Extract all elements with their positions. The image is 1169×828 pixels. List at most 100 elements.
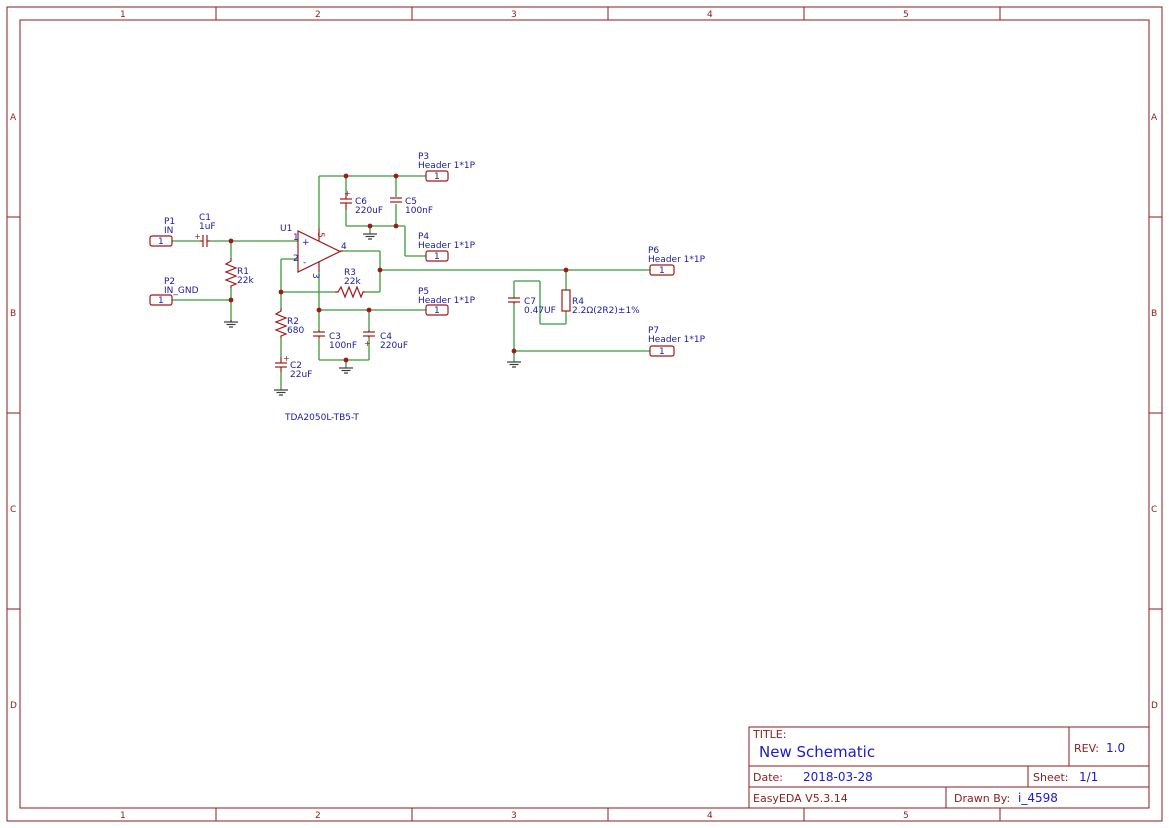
- c1-polarity-icon: +: [194, 232, 201, 241]
- row-label-a-right: A: [1151, 113, 1158, 123]
- c6-polarity-icon: +: [344, 189, 351, 198]
- ground-icon: [274, 389, 288, 396]
- r2-ref: R2: [287, 317, 299, 327]
- date-value[interactable]: 2018-03-28: [803, 770, 873, 784]
- u1-ref: U1: [280, 224, 292, 234]
- row-label-c: C: [10, 505, 16, 515]
- ground-icon: [224, 320, 238, 328]
- col-label-5-bottom: 5: [903, 811, 909, 821]
- col-label-1: 1: [120, 10, 126, 20]
- c5-ref: C5: [405, 197, 417, 207]
- sheet-value[interactable]: 1/1: [1079, 770, 1098, 784]
- c5-value: 100nF: [405, 206, 433, 216]
- resistor-r4[interactable]: R4 2.2Ω(2R2)±1%: [561, 289, 640, 316]
- resistor-r2[interactable]: R2 680: [274, 308, 304, 338]
- p1-ref: P1: [164, 217, 175, 227]
- p7-pin-number: 1: [659, 347, 665, 357]
- row-label-c-right: C: [1151, 505, 1157, 515]
- p1-value: IN: [164, 226, 173, 236]
- c2-polarity-icon: +: [283, 354, 290, 363]
- resistor-r3[interactable]: R3 22k: [335, 268, 365, 299]
- capacitor-c7[interactable]: C7 0.47UF: [508, 297, 556, 316]
- u1-pin-3: 3: [310, 273, 320, 279]
- p7-value: Header 1*1P: [648, 335, 706, 345]
- rev-value[interactable]: 1.0: [1106, 741, 1125, 755]
- c6-ref: C6: [355, 197, 367, 207]
- c3-value: 100nF: [329, 341, 357, 351]
- c1-ref: C1: [199, 213, 211, 223]
- p6-ref: P6: [648, 246, 659, 256]
- c4-polarity-icon: +: [364, 339, 371, 348]
- c7-ref: C7: [524, 297, 536, 307]
- title-label: TITLE:: [752, 728, 786, 741]
- connector-p1[interactable]: 1 P1 IN: [149, 217, 175, 247]
- u1-pin-5: 5: [315, 232, 325, 238]
- connector-p4[interactable]: 1 P4 Header 1*1P: [418, 232, 476, 262]
- wires: [172, 175, 650, 390]
- p1-pin-number: 1: [158, 237, 164, 247]
- col-label-3-bottom: 3: [511, 811, 517, 821]
- connector-p6[interactable]: 1 P6 Header 1*1P: [648, 246, 706, 276]
- capacitor-c1[interactable]: + C1 1uF: [194, 213, 216, 247]
- p3-value: Header 1*1P: [418, 161, 476, 171]
- ground-icon: [507, 361, 521, 368]
- connector-p3[interactable]: 1 P3 Header 1*1P: [418, 152, 476, 182]
- p4-pin-number: 1: [434, 252, 440, 262]
- connector-p7[interactable]: 1 P7 Header 1*1P: [648, 326, 706, 357]
- schematic-title[interactable]: New Schematic: [759, 743, 875, 761]
- u1-pin-2: 2: [293, 254, 299, 264]
- drawn-by-label: Drawn By:: [954, 792, 1010, 805]
- col-label-2: 2: [315, 10, 321, 20]
- ground-icon: [339, 367, 353, 374]
- sheet-label: Sheet:: [1033, 771, 1069, 784]
- p2-pin-number: 1: [158, 296, 164, 306]
- capacitor-c6[interactable]: + C6 220uF: [340, 189, 383, 216]
- connector-p2[interactable]: 1 P2 IN_GND: [149, 277, 199, 306]
- sheet-frame: 1 2 3 4 5 1 2 3 4 5 A B C D A B C D: [6, 6, 1163, 822]
- u1-pin-1: 1: [293, 233, 299, 243]
- r3-ref: R3: [344, 268, 356, 278]
- date-label: Date:: [753, 771, 783, 784]
- u1-pin-4: 4: [341, 242, 347, 252]
- col-label-5: 5: [903, 10, 909, 20]
- col-label-2-bottom: 2: [315, 811, 321, 821]
- capacitor-c3[interactable]: C3 100nF: [313, 330, 357, 351]
- row-label-b: B: [10, 309, 16, 319]
- drawn-by-value[interactable]: i_4598: [1018, 791, 1058, 805]
- p3-pin-number: 1: [434, 172, 440, 182]
- p2-ref: P2: [164, 277, 175, 287]
- p3-ref: P3: [418, 152, 429, 162]
- row-label-d: D: [10, 701, 17, 711]
- p6-value: Header 1*1P: [648, 255, 706, 265]
- p5-ref: P5: [418, 287, 429, 297]
- rev-label: REV:: [1074, 742, 1099, 755]
- p4-value: Header 1*1P: [418, 241, 476, 251]
- p6-pin-number: 1: [659, 266, 665, 276]
- capacitor-c5[interactable]: C5 100nF: [390, 197, 433, 216]
- p5-value: Header 1*1P: [418, 296, 476, 306]
- c4-ref: C4: [380, 332, 392, 342]
- r4-value: 2.2Ω(2R2)±1%: [572, 306, 640, 316]
- junctions: [228, 173, 569, 363]
- row-label-d-right: D: [1151, 701, 1158, 711]
- capacitor-c4[interactable]: + C4 220uF: [363, 330, 408, 351]
- resistor-r1[interactable]: R1 22k: [224, 258, 254, 288]
- row-label-b-right: B: [1151, 309, 1157, 319]
- r2-value: 680: [287, 326, 304, 336]
- c6-value: 220uF: [355, 206, 383, 216]
- c2-ref: C2: [290, 361, 302, 371]
- c2-value: 22uF: [290, 370, 312, 380]
- col-label-4-bottom: 4: [707, 811, 713, 821]
- p4-ref: P4: [418, 232, 429, 242]
- c1-value: 1uF: [199, 222, 216, 232]
- amplifier-u1[interactable]: U1 TDA2050L-TB5-T 1 2 4 5 3 + -: [280, 224, 359, 423]
- r1-ref: R1: [237, 267, 249, 277]
- u1-plus-sign: +: [302, 238, 310, 248]
- capacitor-c2[interactable]: + C2 22uF: [275, 354, 312, 380]
- r3-value: 22k: [344, 277, 361, 287]
- p2-value: IN_GND: [164, 286, 199, 296]
- r4-ref: R4: [572, 297, 584, 307]
- r1-value: 22k: [237, 276, 254, 286]
- connector-p5[interactable]: 1 P5 Header 1*1P: [418, 287, 476, 316]
